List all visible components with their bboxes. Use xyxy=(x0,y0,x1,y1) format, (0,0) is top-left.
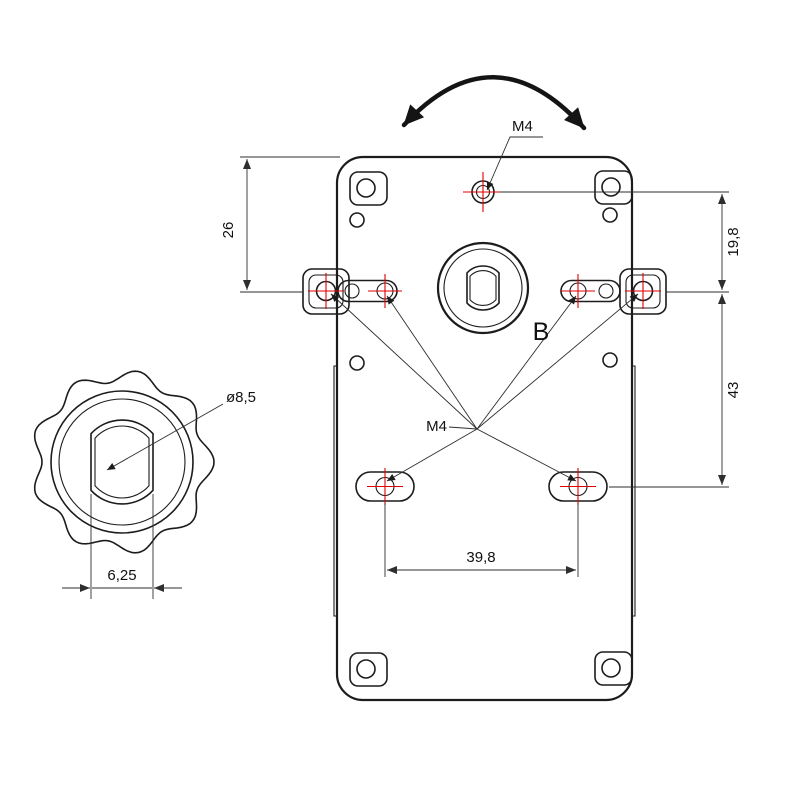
leader-to-lower-left-hole xyxy=(386,428,478,482)
body-left-step xyxy=(333,365,337,617)
corner-hole-top-right xyxy=(601,177,621,197)
center-mark-lower-left xyxy=(367,468,403,505)
left-slot-circle xyxy=(344,283,360,299)
detail-ring-inner xyxy=(58,398,186,526)
body-outline xyxy=(335,155,634,702)
corner-bracket-top-left xyxy=(349,171,388,206)
m4-top-label: M4 xyxy=(512,118,533,135)
detail-dd-outer xyxy=(90,419,154,505)
center-marks xyxy=(308,172,661,505)
shaft-boss-inner xyxy=(443,248,523,328)
center-mark-left-tab xyxy=(308,273,344,309)
screw-hole-upper-left xyxy=(349,212,365,228)
corner-hole-bottom-left xyxy=(356,659,376,679)
dim-text-26: 26 xyxy=(220,222,237,239)
motor-body-front-view xyxy=(302,155,667,702)
dim-text-39-8: 39,8 xyxy=(466,549,495,566)
right-slot-circle xyxy=(598,283,614,299)
screw-hole-mid-left xyxy=(349,355,365,371)
leader-m4-top xyxy=(486,136,543,191)
dimensions: 26 19,8 43 39,8 xyxy=(220,156,742,577)
leader-to-left-tab-hole xyxy=(330,293,478,430)
center-mark-left-m4 xyxy=(368,274,402,308)
rotation-arc-icon xyxy=(401,75,587,131)
center-mark-lower-right xyxy=(560,468,596,505)
center-mark-right-tab xyxy=(625,273,661,309)
corner-bracket-top-right xyxy=(594,170,633,205)
shaft-dd-hole-outer xyxy=(466,265,500,311)
detail-ring-outer xyxy=(50,390,194,534)
shaft-diameter-label: ø8,5 xyxy=(226,389,256,406)
leader-to-left-m4-hole xyxy=(386,295,478,430)
leaders-and-labels: M4 M4 B xyxy=(330,118,639,482)
shaft-boss-outer xyxy=(436,241,530,335)
center-mark-right-m4 xyxy=(561,274,595,308)
screw-hole-mid-right xyxy=(602,352,618,368)
leader-to-right-m4-hole xyxy=(476,295,577,430)
dim-text-43: 43 xyxy=(725,382,742,399)
corner-hole-bottom-right xyxy=(601,658,621,678)
dim-text-6-25: 6,25 xyxy=(107,567,136,584)
leader-shaft-diameter xyxy=(106,403,224,471)
corner-bracket-bottom-left xyxy=(349,652,388,687)
detail-dd-inner xyxy=(94,425,150,499)
corner-bracket-bottom-right xyxy=(594,651,633,686)
rotation-direction-arrow xyxy=(401,75,587,131)
center-mark-m4-top xyxy=(463,172,503,212)
corner-hole-top-left xyxy=(356,178,376,198)
view-b-label: B xyxy=(533,318,550,346)
leader-m4-group-stub xyxy=(448,426,478,430)
shaft-detail-view: ø8,5 6,25 xyxy=(33,370,256,599)
leader-to-lower-right-hole xyxy=(476,428,577,482)
left-tab-outer xyxy=(302,268,350,315)
knob-outer-contour xyxy=(33,370,215,554)
m4-group-label: M4 xyxy=(426,418,447,435)
screw-hole-upper-right xyxy=(602,207,618,223)
shaft-dd-hole-inner xyxy=(469,270,497,306)
body-right-step xyxy=(632,365,636,617)
dim-text-19-8: 19,8 xyxy=(725,227,742,256)
leader-to-right-tab-hole xyxy=(476,293,639,430)
